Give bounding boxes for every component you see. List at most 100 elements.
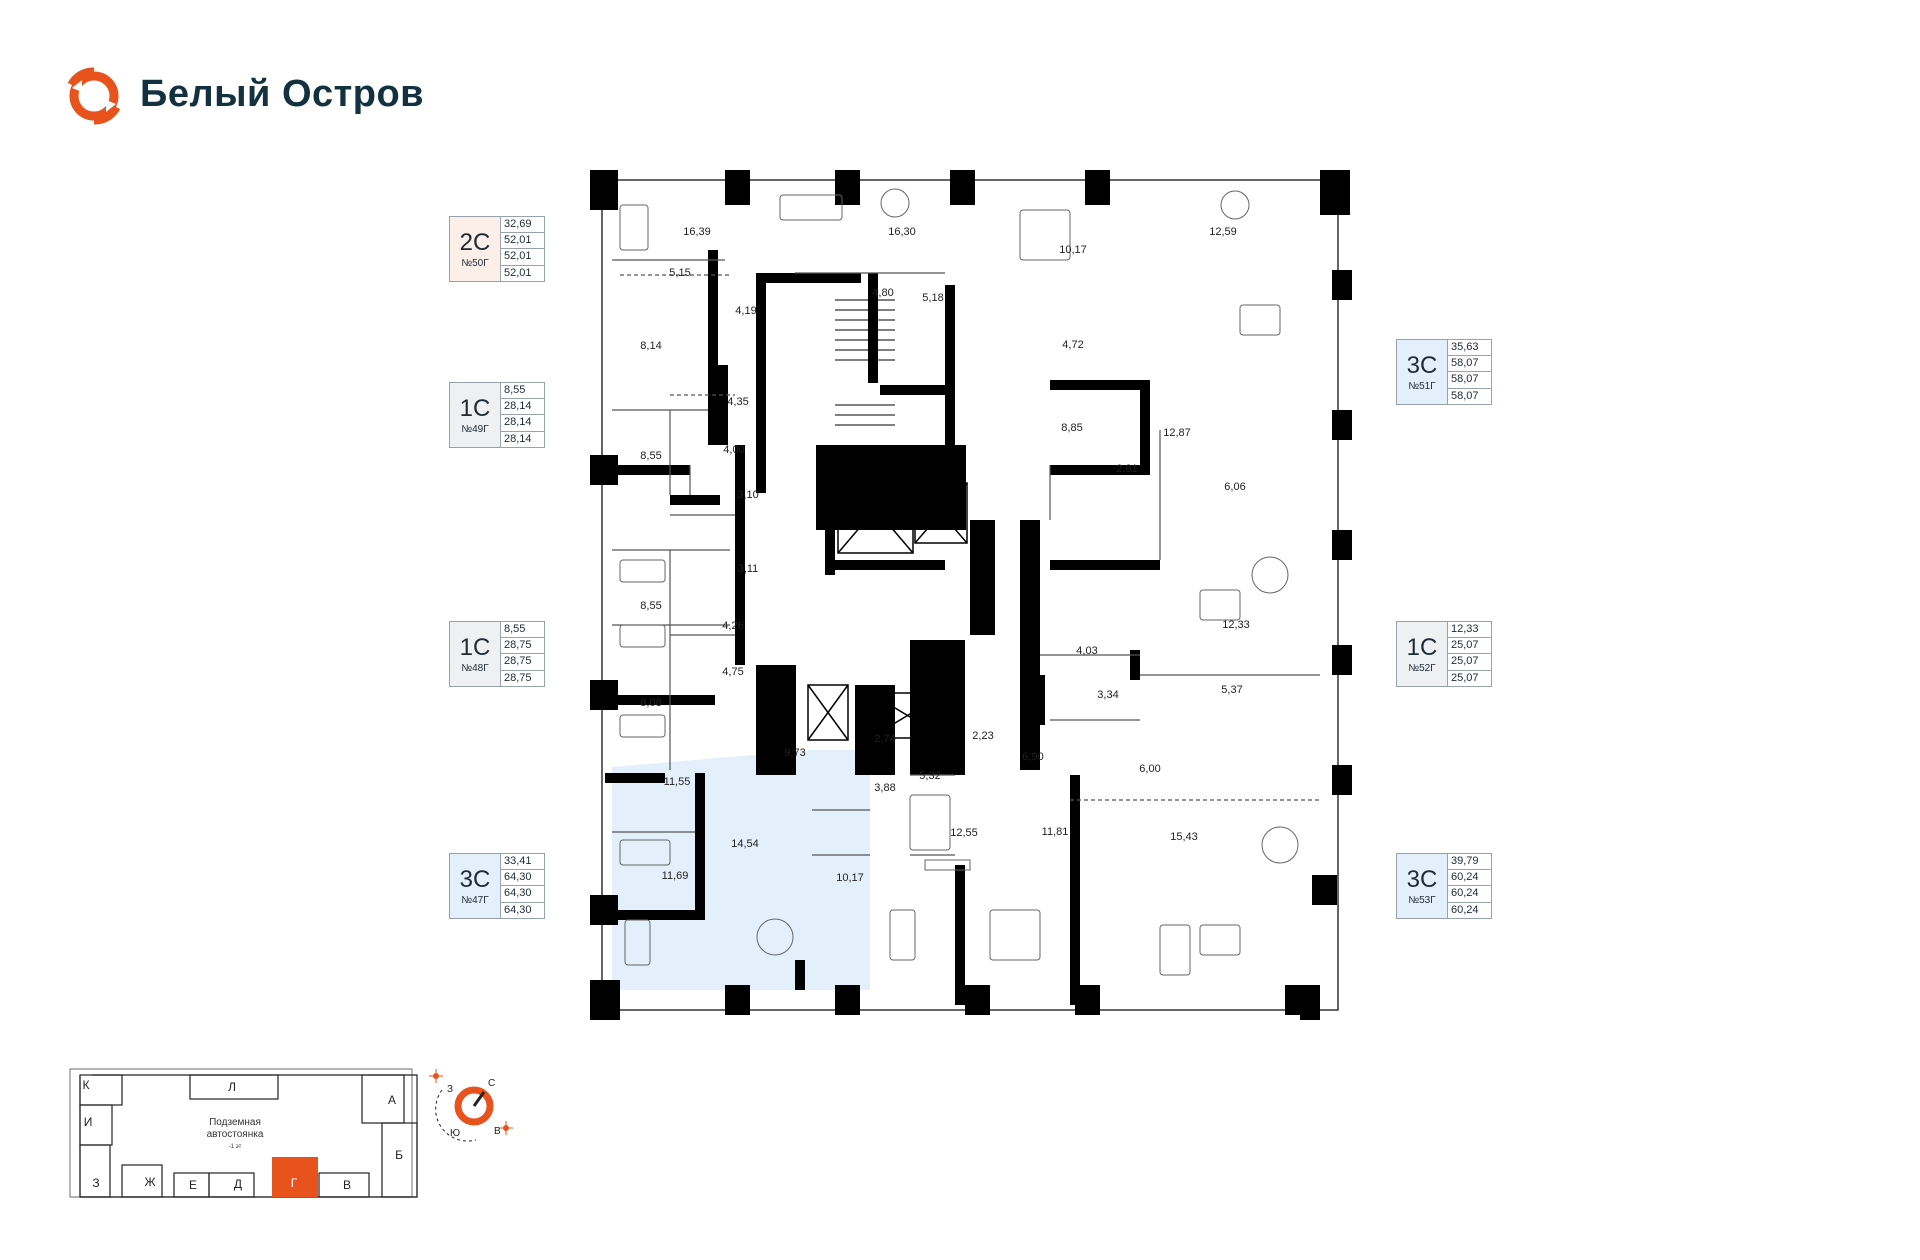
apartment-area: 8,55: [501, 382, 545, 399]
room-area: 6,90: [1022, 751, 1044, 763]
room-area: 4,03: [1076, 645, 1098, 657]
section-label: А: [387, 1093, 397, 1107]
apartment-area: 28,14: [501, 415, 545, 432]
apartment-number: №47Г: [461, 894, 489, 906]
section-label: И: [83, 1115, 93, 1129]
room-area: 4,80: [872, 287, 894, 299]
room-area: 4,75: [722, 666, 744, 678]
apartment-area: 25,07: [1448, 670, 1492, 687]
section-label: Е: [188, 1178, 198, 1192]
apartment-area: 32,69: [501, 216, 545, 233]
apartment-area: 28,75: [501, 637, 545, 654]
room-area: 12,87: [1163, 427, 1191, 439]
apartment-type-box: 2С №50Г: [449, 216, 501, 282]
room-area: 5,18: [922, 292, 944, 304]
apartment-area: 52,01: [501, 249, 545, 266]
apartment-number: №49Г: [461, 423, 489, 435]
apartment-number: №48Г: [461, 662, 489, 674]
section-label: Д: [233, 1177, 243, 1191]
room-area: 5,37: [1221, 684, 1243, 696]
apartment-area: 25,07: [1448, 654, 1492, 671]
staircase: [835, 299, 895, 426]
apartment-type: 3С: [1406, 351, 1438, 379]
room-area: 8,85: [1061, 422, 1083, 434]
apartment-area: 52,01: [501, 265, 545, 282]
apartment-card-52[interactable]: 1С №52Г 12,33 25,07 25,07 25,07: [1396, 621, 1492, 687]
apartment-type: 3С: [459, 865, 491, 893]
apartment-card-51[interactable]: 3С №51Г 35,63 58,07 58,07 58,07: [1396, 339, 1492, 405]
room-area: 3,10: [737, 489, 759, 501]
apartment-type: 2С: [459, 228, 491, 256]
room-area: 5,32: [919, 770, 941, 782]
brand-logo-icon: [67, 67, 121, 125]
floor-plan-drawing: [590, 170, 1352, 1020]
apartment-area: 64,30: [501, 869, 545, 886]
compass-west: З: [447, 1084, 454, 1095]
room-area: 6,00: [1139, 763, 1161, 775]
parking-floor: -1 эт: [228, 1144, 242, 1150]
apartment-area: 33,41: [501, 853, 545, 870]
apartment-area: 60,24: [1448, 869, 1492, 886]
room-area: 3,88: [874, 782, 896, 794]
apartment-area: 39,79: [1448, 853, 1492, 870]
apartment-number: №53Г: [1408, 894, 1436, 906]
apartment-area: 58,07: [1448, 372, 1492, 389]
room-area: 12,33: [1222, 619, 1250, 631]
apartment-type-box: 1С №48Г: [449, 621, 501, 687]
apartment-area: 28,75: [501, 670, 545, 687]
apartment-area: 58,07: [1448, 388, 1492, 405]
apartment-area: 25,07: [1448, 637, 1492, 654]
room-area: 11,69: [661, 870, 689, 882]
room-area: 4,19: [735, 305, 757, 317]
apartment-card-49[interactable]: 1С №49Г 8,55 28,14 28,14 28,14: [449, 382, 545, 448]
room-area: 5,15: [669, 267, 691, 279]
room-area: 2,23: [972, 730, 994, 742]
section-label: Л: [228, 1080, 236, 1094]
room-area: 3,11: [737, 563, 759, 575]
elevator-shafts: [807, 464, 968, 741]
room-area: 6,06: [1224, 481, 1246, 493]
room-area: 2,81: [1116, 463, 1138, 475]
room-area: 8,08: [640, 697, 662, 709]
room-area: 8,55: [640, 450, 662, 462]
brand-name: Белый Остров: [140, 73, 425, 115]
apartment-area: 60,24: [1448, 902, 1492, 919]
apartment-card-50[interactable]: 2С №50Г 32,69 52,01 52,01 52,01: [449, 216, 545, 282]
apartment-type-box: 1С №49Г: [449, 382, 501, 448]
room-area: 2,74: [874, 733, 896, 745]
section-label: В: [342, 1178, 352, 1192]
parking-text: Подземная автостоянка: [206, 1117, 264, 1140]
section-label: Б: [395, 1148, 403, 1162]
apartment-type-box: 3С №51Г: [1396, 339, 1448, 405]
apartment-card-47[interactable]: 3С №47Г 33,41 64,30 64,30 64,30: [449, 853, 545, 919]
apartment-area: 58,07: [1448, 355, 1492, 372]
apartment-area: 28,14: [501, 431, 545, 448]
apartment-area: 64,30: [501, 886, 545, 903]
compass-north: С: [488, 1078, 496, 1089]
apartment-type-box: 1С №52Г: [1396, 621, 1448, 687]
apartment-card-48[interactable]: 1С №48Г 8,55 28,75 28,75 28,75: [449, 621, 545, 687]
room-area: 15,43: [1170, 831, 1198, 843]
compass: З С Ю В: [428, 1062, 518, 1152]
room-area: 8,14: [640, 340, 662, 352]
apartment-area: 60,24: [1448, 886, 1492, 903]
room-area: 16,30: [888, 226, 916, 238]
site-plan: К Л А И Б З Ж Е Д Г В: [62, 1065, 422, 1207]
compass-south: Ю: [450, 1128, 461, 1139]
floor-plan: 16,39 5,15 16,30 4,80 5,18 4,19 10,17 12…: [580, 165, 1360, 1020]
apartment-type: 1С: [1406, 633, 1438, 661]
room-area: 11,55: [663, 776, 691, 788]
compass-icon: [429, 1069, 513, 1142]
parking-label: Подземная автостоянка -1 эт: [200, 1117, 270, 1153]
room-area: 4,72: [1062, 339, 1084, 351]
apartment-card-53[interactable]: 3С №53Г 39,79 60,24 60,24 60,24: [1396, 853, 1492, 919]
apartment-area: 64,30: [501, 902, 545, 919]
room-area: 4,35: [727, 396, 749, 408]
apartment-area: 28,14: [501, 398, 545, 415]
selected-apartment-fill: [612, 750, 870, 990]
room-area: 11,81: [1041, 826, 1069, 838]
apartment-type: 3С: [1406, 865, 1438, 893]
selected-section: [272, 1157, 318, 1197]
section-label: К: [82, 1078, 90, 1092]
room-area: 3,34: [1097, 689, 1119, 701]
